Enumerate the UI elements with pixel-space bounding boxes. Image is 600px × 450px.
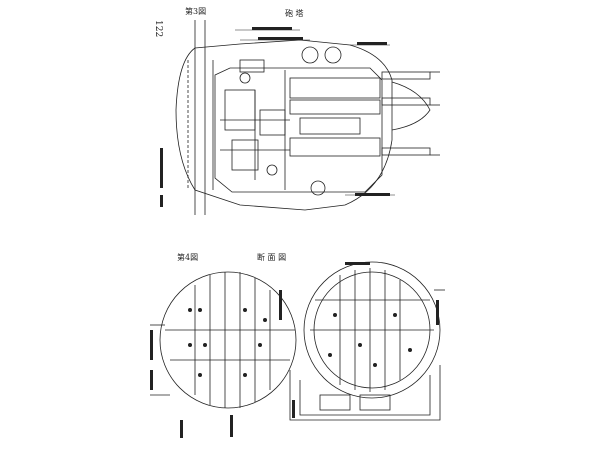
- right-section-circle: [303, 261, 441, 399]
- bottom-figure-title: 断 面 図: [257, 253, 287, 262]
- gun-barrel-2: [381, 97, 431, 106]
- bottom-figure-caption: 第4図: [177, 253, 199, 262]
- gun-barrel-1: [381, 71, 431, 80]
- top-figure-caption: 第3図: [185, 7, 207, 16]
- gun-barrel-3: [381, 147, 431, 156]
- page-number: 122: [153, 20, 163, 38]
- top-figure-title: 砲 塔: [285, 9, 304, 18]
- left-section-circle: [159, 271, 297, 409]
- turret-outline: [175, 39, 393, 211]
